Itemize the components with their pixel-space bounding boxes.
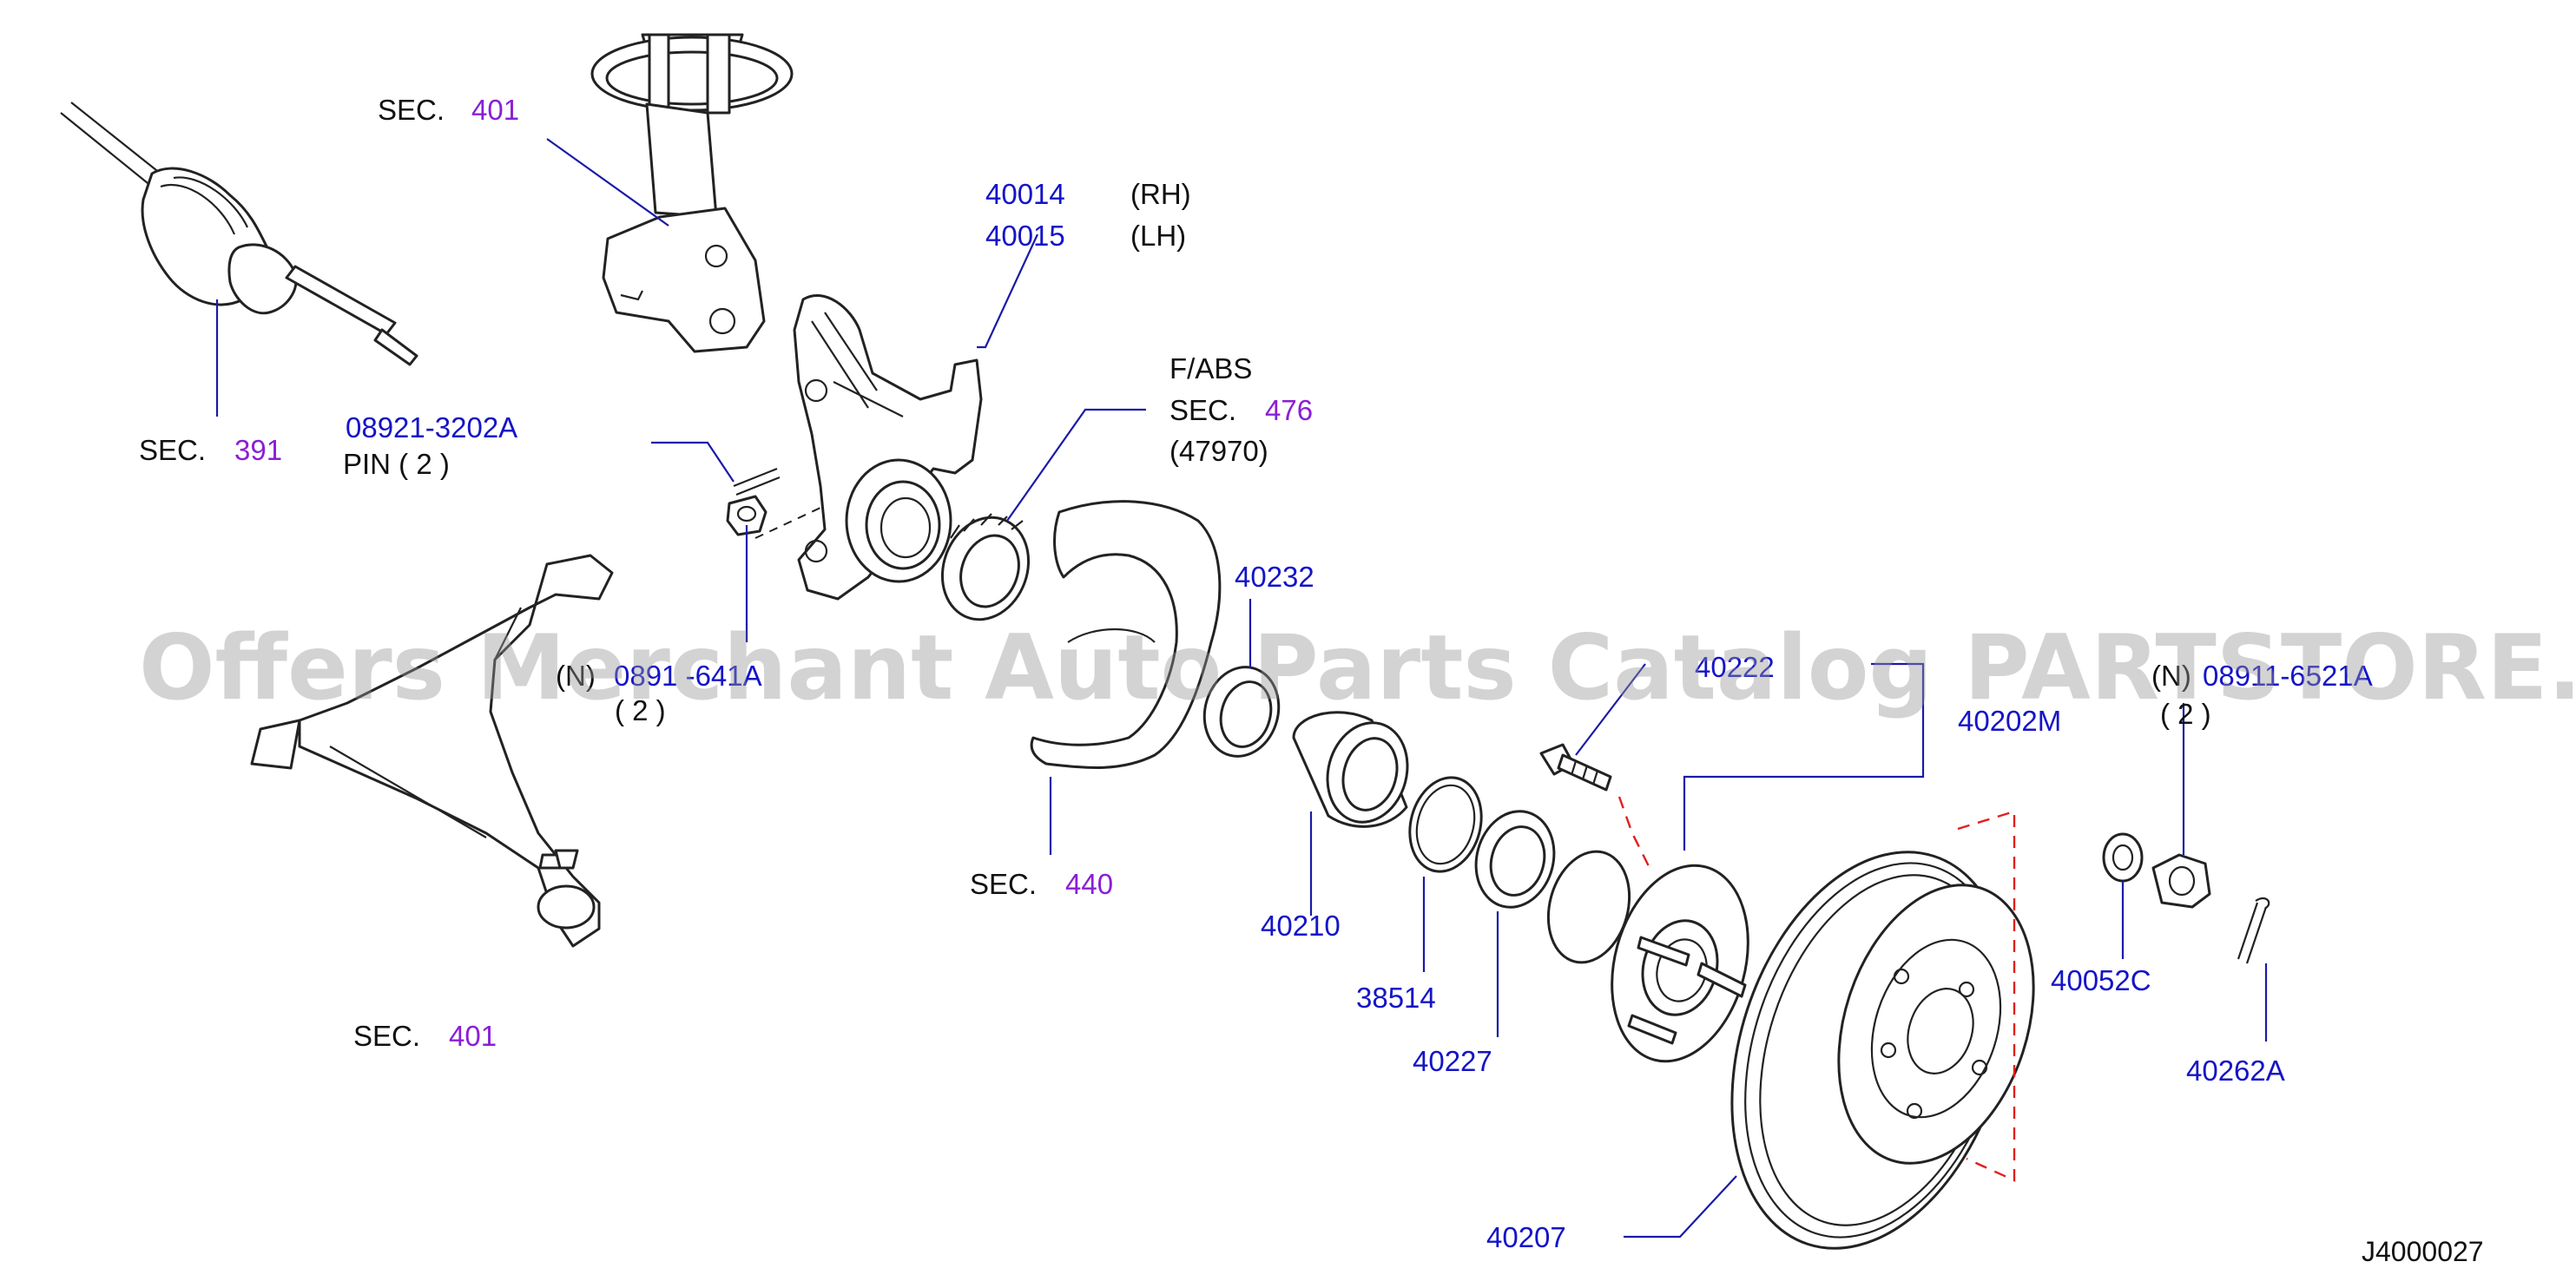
- part-08911-left-link[interactable]: 0891 -641A: [614, 660, 762, 692]
- nut-right-qty: ( 2 ): [2160, 698, 2211, 730]
- cotter-pin-and-nut: [726, 467, 781, 536]
- nut-left-qty: ( 2 ): [615, 694, 666, 726]
- part-40014-side: (RH): [1130, 178, 1191, 210]
- part-38514-link[interactable]: 38514: [1356, 982, 1436, 1014]
- part-08911-right-link[interactable]: 08911-6521A: [2203, 660, 2373, 692]
- wheel-hub: [1546, 850, 1749, 1063]
- part-47970-label: (47970): [1169, 435, 1268, 467]
- sec-401-top-link[interactable]: 401: [471, 94, 520, 126]
- part-40232-link[interactable]: 40232: [1235, 561, 1314, 593]
- part-40015-side: (LH): [1130, 220, 1187, 252]
- part-08921-link[interactable]: 08921-3202A: [346, 411, 518, 444]
- part-40014-link[interactable]: 40014: [985, 178, 1065, 210]
- nut-left-marker: (N): [556, 660, 596, 692]
- abs-sensor-ring: [940, 513, 1031, 621]
- sec-440-prefix: SEC.: [970, 868, 1038, 900]
- strut-assembly: [590, 33, 794, 353]
- inner-seal: [1202, 666, 1281, 758]
- part-40227-link[interactable]: 40227: [1413, 1045, 1492, 1077]
- figure-code: J4000027: [2362, 1236, 2484, 1267]
- wheel-bearing: [1292, 711, 1409, 828]
- sec-476-link[interactable]: 476: [1265, 394, 1314, 426]
- nut-right-marker: (N): [2151, 660, 2191, 692]
- splash-shield: [1030, 500, 1222, 769]
- part-40207-link[interactable]: 40207: [1486, 1221, 1566, 1253]
- washer-nut-cotter: [2102, 832, 2270, 964]
- part-40262a-link[interactable]: 40262A: [2186, 1055, 2285, 1087]
- snap-ring: [1408, 776, 1483, 873]
- steering-knuckle: [754, 293, 983, 601]
- part-40015-link[interactable]: 40015: [985, 220, 1065, 252]
- part-40210-link[interactable]: 40210: [1261, 910, 1341, 942]
- f-abs-label: F/ABS: [1169, 352, 1253, 384]
- lower-control-arm: [250, 554, 614, 948]
- brake-rotor: [1730, 810, 2035, 1250]
- sec-391-prefix: SEC.: [139, 434, 207, 466]
- pin-qty-label: PIN ( 2 ): [343, 448, 450, 480]
- sec-401-top-prefix: SEC.: [378, 94, 445, 126]
- part-40052c-link[interactable]: 40052C: [2051, 964, 2151, 996]
- drive-shaft: [60, 102, 418, 366]
- callout-lines: [215, 138, 2268, 1239]
- sec-476-prefix: SEC.: [1169, 394, 1237, 426]
- sec-401-bottom-prefix: SEC.: [353, 1020, 421, 1052]
- outer-seal: [1474, 810, 1556, 909]
- sec-391-link[interactable]: 391: [234, 434, 283, 466]
- sec-440-link[interactable]: 440: [1065, 868, 1114, 900]
- part-40222-link[interactable]: 40222: [1695, 651, 1775, 683]
- hub-bolt: [1539, 743, 1651, 869]
- part-40202m-link[interactable]: 40202M: [1958, 705, 2062, 737]
- sec-401-bottom-link[interactable]: 401: [449, 1020, 497, 1052]
